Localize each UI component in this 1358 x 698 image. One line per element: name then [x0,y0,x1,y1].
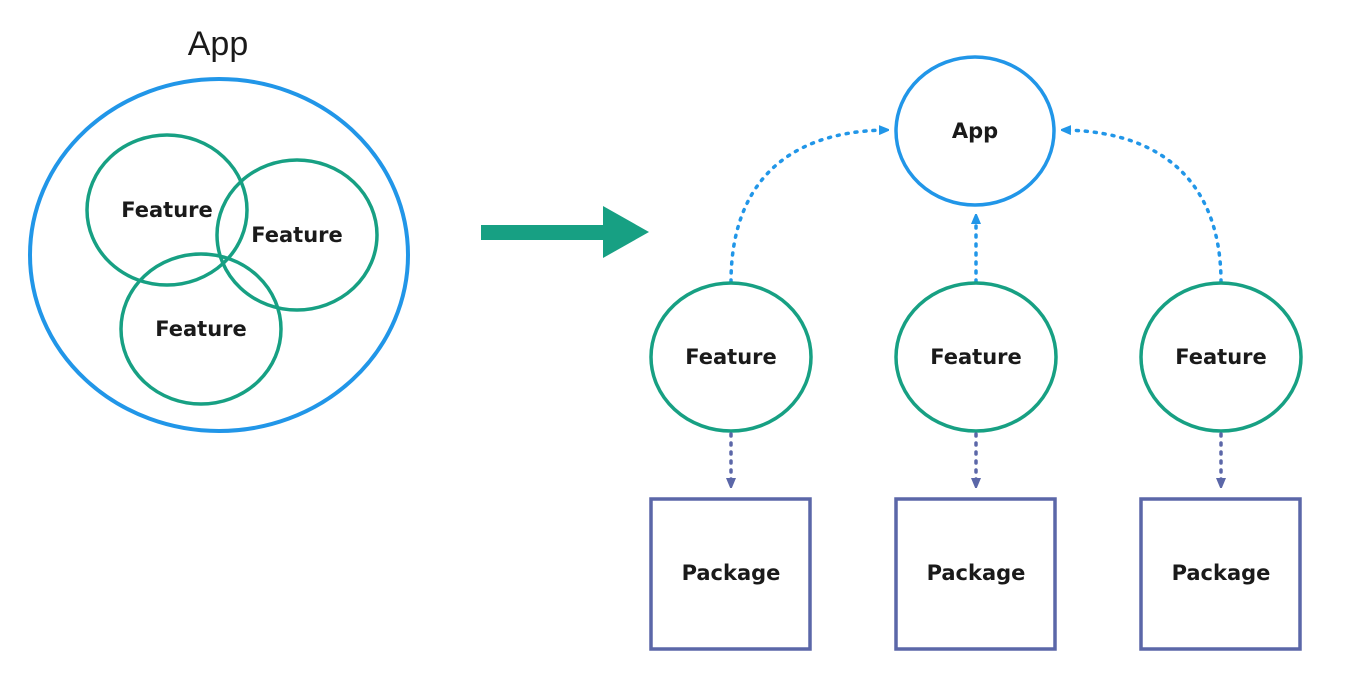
monolith-group: App Feature Feature Feature [28,25,410,433]
dependency-arrow [729,130,885,284]
feature-circle [85,133,249,287]
app-title: App [188,25,249,63]
modular-group: App Feature Feature Feature Package Pack… [649,55,1303,651]
package-label: Package [927,561,1026,585]
feature-circle [215,158,379,312]
feature-label: Feature [121,198,213,222]
feature-node-label: Feature [685,345,777,369]
package-box [894,497,1057,651]
package-box [649,497,812,651]
transition-arrow [481,206,649,258]
app-node [894,55,1056,207]
package-box [1139,497,1302,651]
feature-node-label: Feature [1175,345,1267,369]
feature-node-label: Feature [930,345,1022,369]
app-node-label: App [952,119,998,143]
feature-node [649,281,813,433]
arrow-shaft [481,225,606,240]
feature-label: Feature [155,317,247,341]
app-boundary-circle [28,77,410,433]
package-label: Package [1172,561,1271,585]
package-label: Package [682,561,781,585]
feature-label: Feature [251,223,343,247]
feature-node [894,281,1058,433]
feature-circle [119,252,283,406]
arrow-head [603,206,649,258]
feature-node [1139,281,1303,433]
dependency-arrow [1065,130,1223,284]
